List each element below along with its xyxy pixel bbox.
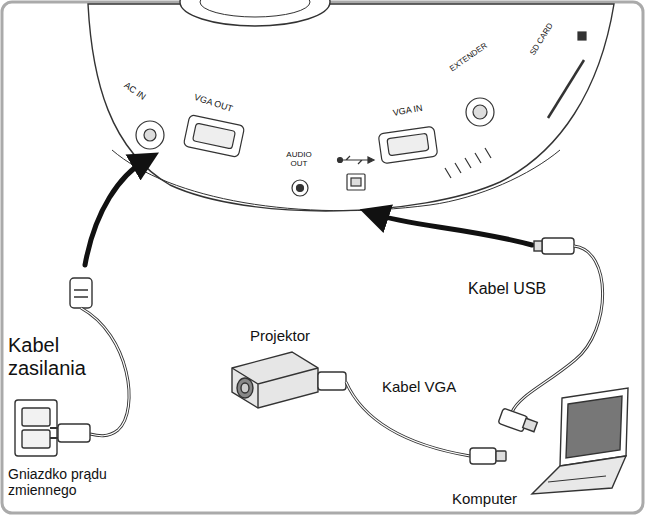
cable-label: Kabel USB xyxy=(468,280,546,298)
cable-label: Kabel zasilania xyxy=(8,334,116,380)
device-label: Projektor xyxy=(250,327,310,344)
device-label: Komputer xyxy=(452,490,517,507)
connection-arrows xyxy=(85,160,532,265)
device-label: Gniazdko prądu zmiennego xyxy=(8,466,160,498)
cable-label: Kabel VGA xyxy=(382,378,456,395)
device-housing xyxy=(88,0,614,211)
device-ports xyxy=(136,32,586,196)
laptop xyxy=(532,388,628,494)
projector-and-vga-cable xyxy=(232,352,506,464)
port-label: AUDIO OUT xyxy=(281,150,317,168)
